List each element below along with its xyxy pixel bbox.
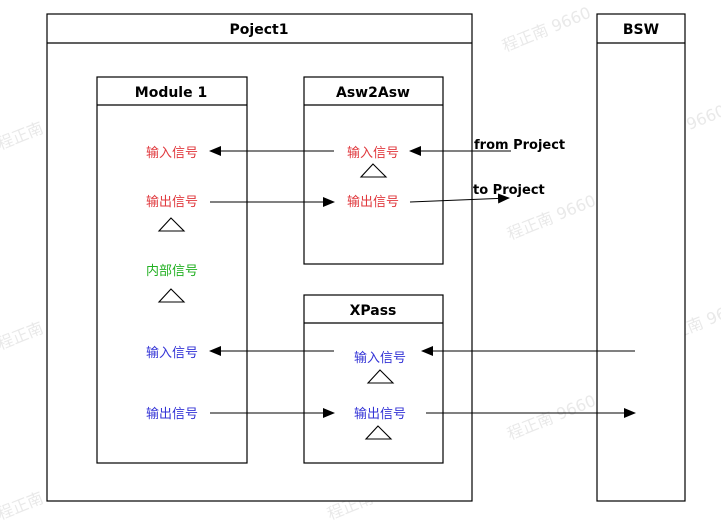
triangle-icon: [366, 369, 395, 384]
triangle-icon: [157, 217, 186, 232]
xpass-output-signal: 输出信号: [354, 406, 406, 422]
module1-internal-signal: 内部信号: [146, 263, 198, 279]
bsw-box: BSW: [596, 13, 686, 502]
project-title: Poject1: [230, 22, 289, 38]
triangle-icon: [157, 288, 186, 303]
asw2asw-frame: [303, 76, 444, 265]
bsw-title: BSW: [623, 22, 659, 38]
xpass-input-signal: 输入信号: [354, 350, 406, 366]
asw2asw-box: Asw2Asw 输入信号 输出信号: [303, 76, 444, 265]
module1-box: Module 1 输入信号 输出信号 内部信号 输入信号 输出信号: [96, 76, 248, 464]
watermark: 程正南 9660: [499, 3, 593, 56]
xpass-frame: [303, 294, 444, 464]
asw2asw-input-signal: 输入信号: [347, 145, 399, 161]
module1-title: Module 1: [135, 85, 207, 101]
module1-output-signal: 输出信号: [146, 194, 198, 210]
triangle-icon: [364, 425, 393, 440]
module1-bsw-output-signal: 输出信号: [146, 406, 198, 422]
to-project-label: to Project: [473, 183, 545, 198]
bsw-frame: [596, 13, 686, 502]
module1-bsw-input-signal: 输入信号: [146, 345, 198, 361]
triangle-icon: [359, 163, 388, 178]
xpass-box: XPass 输入信号 输出信号: [303, 294, 444, 464]
module1-frame: [96, 76, 248, 464]
xpass-title: XPass: [350, 303, 397, 319]
from-project-label: from Project: [474, 138, 565, 153]
asw2asw-title: Asw2Asw: [336, 85, 410, 101]
asw2asw-output-signal: 输出信号: [347, 194, 399, 210]
to-project-arrow: [409, 193, 510, 204]
module1-input-signal: 输入信号: [146, 145, 198, 161]
connectors: [209, 146, 636, 418]
watermark: 程正南 9660: [504, 391, 598, 444]
watermark: 程正南 9660: [504, 191, 598, 244]
